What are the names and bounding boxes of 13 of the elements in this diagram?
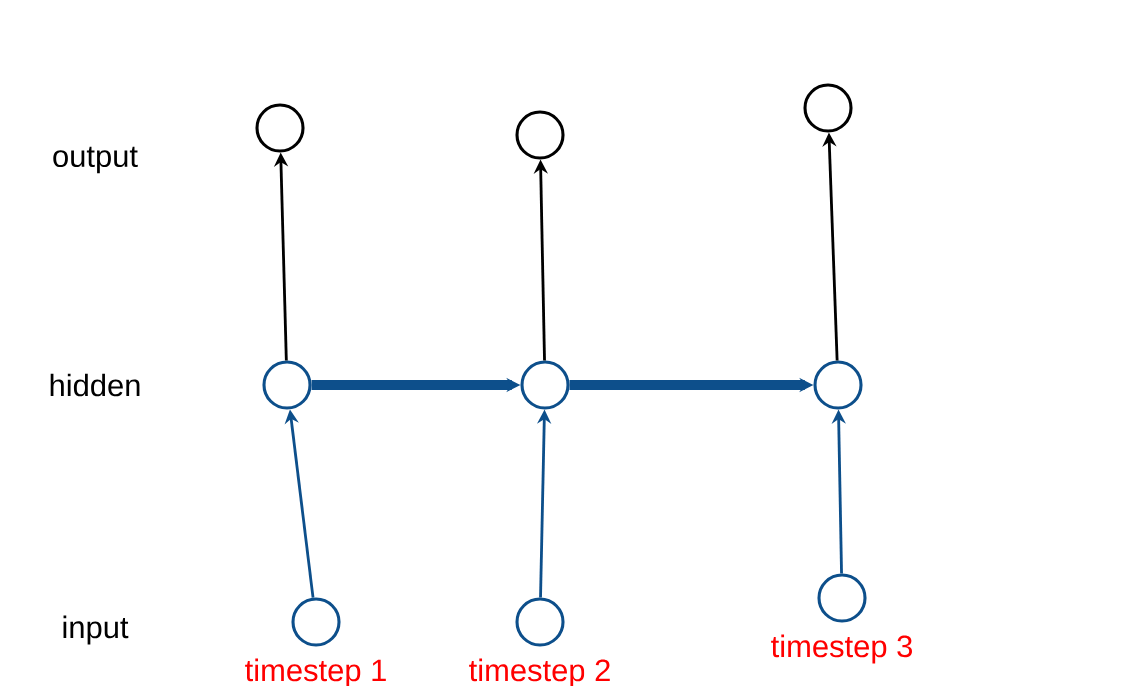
circle-node (817, 573, 867, 623)
circle-node (520, 360, 570, 410)
circle-node (291, 597, 341, 647)
circle-node (813, 360, 863, 410)
circle-node (262, 360, 312, 410)
circle-node (515, 597, 565, 647)
timestep-label: timestep 3 (771, 634, 912, 664)
circle-node (515, 110, 565, 160)
row-label: output (53, 146, 138, 174)
circle-node (255, 103, 305, 153)
circle-node (803, 83, 853, 133)
row-label: input (63, 615, 129, 645)
row-label: hidden (50, 373, 140, 397)
